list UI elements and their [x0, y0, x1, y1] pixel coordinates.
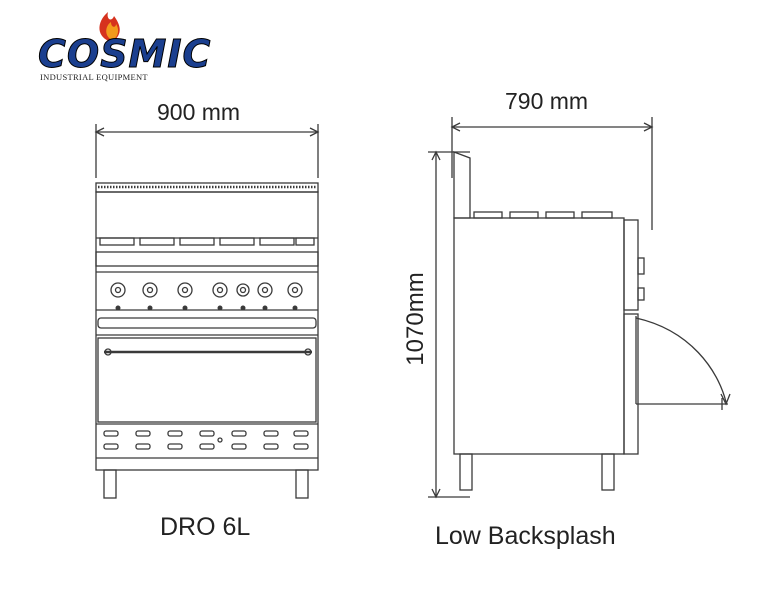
front-width-label: 900 mm — [157, 99, 241, 125]
front-model-label: DRO 6L — [160, 513, 251, 541]
side-depth-label: 790 mm — [505, 88, 589, 114]
front-view-range — [95, 182, 319, 499]
cosmic-logo: COSMIC INDUSTRIAL EQUIPMENT — [37, 6, 218, 88]
logo-wordmark: COSMIC — [37, 32, 212, 77]
flame-icon — [99, 12, 120, 42]
side-depth-dimension — [450, 117, 654, 230]
logo-tagline: INDUSTRIAL EQUIPMENT — [40, 72, 148, 82]
side-view-range — [453, 151, 731, 491]
front-vents — [103, 430, 309, 450]
side-height-dimension — [428, 150, 470, 499]
front-width-dimension — [94, 124, 320, 178]
pilot-dots — [115, 305, 298, 311]
side-caption-label: Low Backsplash — [435, 522, 616, 550]
front-knobs — [110, 282, 303, 298]
side-height-label: 1070mm — [402, 272, 429, 366]
